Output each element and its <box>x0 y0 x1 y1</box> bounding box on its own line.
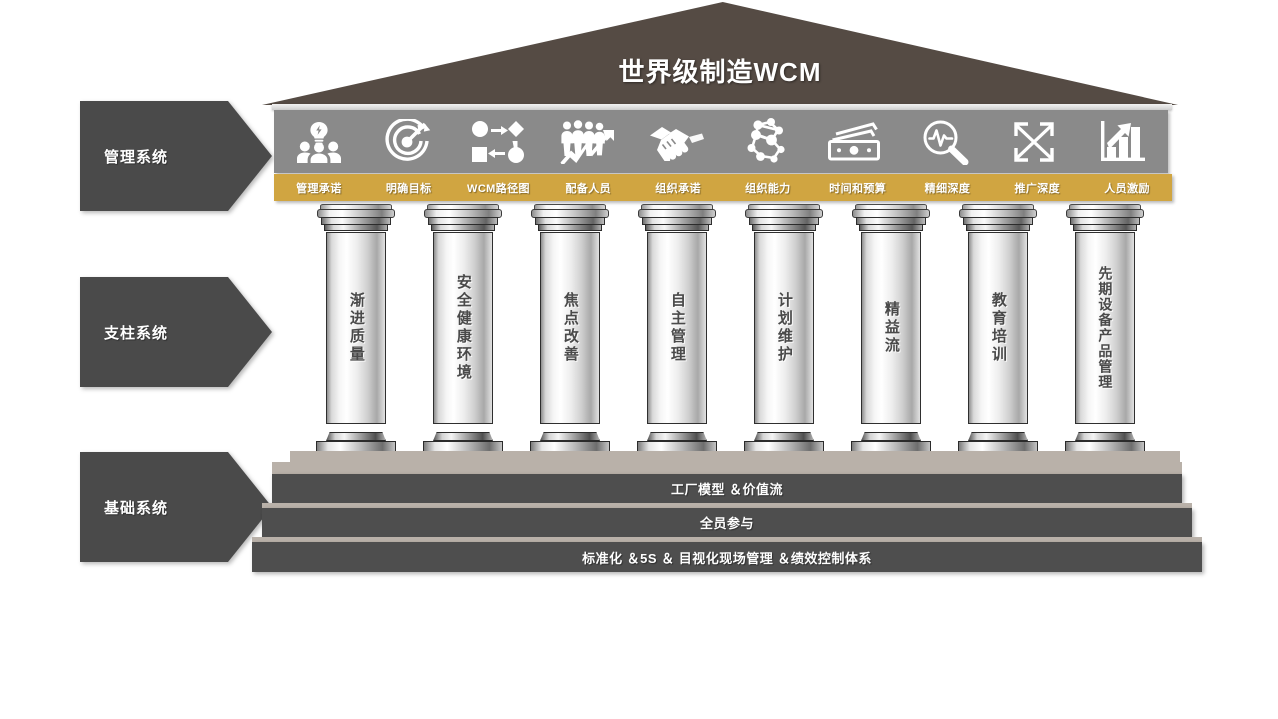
pillar-capital <box>423 204 503 231</box>
stylobate-top <box>290 451 1180 462</box>
pillar-safety-health-environment[interactable]: 安全健康环境 <box>423 204 503 452</box>
process-flow-icon <box>471 120 525 164</box>
gold-label-peibei-renyuan[interactable]: 配备人员 <box>565 182 612 195</box>
icon-frieze <box>274 110 1168 173</box>
pillar-shaft: 安全健康环境 <box>433 232 493 424</box>
pillar-base <box>742 432 826 452</box>
side-tag-management-system[interactable]: 管理系统 <box>80 101 272 211</box>
pillar-base <box>1063 432 1147 452</box>
pillar-label: 安全健康环境 <box>454 274 472 382</box>
step-standardization[interactable]: 标准化 ＆5S ＆ 目视化现场管理 ＆绩效控制体系 <box>252 542 1202 572</box>
pillar-shaft: 焦点改善 <box>540 232 600 424</box>
pillar-shaft: 自主管理 <box>647 232 707 424</box>
people-lightbulb-icon <box>295 120 343 164</box>
network-nodes-icon <box>740 117 792 166</box>
frieze-cell[interactable] <box>363 110 452 173</box>
pillar-label: 计划维护 <box>775 292 793 364</box>
gold-label-guanli-chengnuo[interactable]: 管理承诺 <box>296 182 342 195</box>
target-dart-icon <box>384 118 432 165</box>
side-tag-body: 支柱系统 <box>80 277 228 387</box>
gold-label-wcm-luanjingtu[interactable]: WCM路径图 <box>467 182 530 195</box>
step-factory-model[interactable]: 工厂模型 ＆价值流 <box>272 474 1182 503</box>
pillar-shaft: 先期设备产品管理 <box>1075 232 1135 424</box>
side-tag-body: 基础系统 <box>80 452 228 562</box>
pillar-label: 自主管理 <box>668 292 686 364</box>
expand-arrows-icon <box>1011 120 1057 164</box>
pillar-label: 焦点改善 <box>561 292 579 364</box>
frieze-cell[interactable] <box>632 110 721 173</box>
arrow-tip-icon <box>228 101 272 211</box>
pillar-base <box>421 432 505 452</box>
pillar-row: 渐进质量 安全健康环境 焦点改善 <box>0 204 1278 454</box>
pillar-label: 渐进质量 <box>347 292 365 364</box>
pillar-education-training[interactable]: 教育培训 <box>958 204 1038 452</box>
pillar-shaft: 精益流 <box>861 232 921 424</box>
frieze-cell[interactable] <box>542 110 631 173</box>
pillar-capital <box>744 204 824 231</box>
pillar-planned-maintenance[interactable]: 计划维护 <box>744 204 824 452</box>
side-tag-body: 管理系统 <box>80 101 228 211</box>
gold-label-tuiguang-shendu[interactable]: 推广深度 <box>1014 182 1061 195</box>
pillar-autonomous-management[interactable]: 自主管理 <box>637 204 717 452</box>
magnifier-pulse-icon <box>920 119 970 165</box>
pillar-base <box>528 432 612 452</box>
step-total-participation[interactable]: 全员参与 <box>262 508 1192 537</box>
pillar-capital <box>316 204 396 231</box>
arrow-tip-icon <box>228 277 272 387</box>
frieze-cell[interactable] <box>900 110 989 173</box>
pillar-capital <box>530 204 610 231</box>
side-tag-label: 基础系统 <box>104 499 169 517</box>
side-tag-pillar-system[interactable]: 支柱系统 <box>80 277 272 387</box>
handshake-icon <box>648 123 705 161</box>
pillar-shaft: 教育培训 <box>968 232 1028 424</box>
pillar-label: 精益流 <box>882 301 900 355</box>
pillar-base <box>314 432 398 452</box>
pillar-shaft: 计划维护 <box>754 232 814 424</box>
frieze-cell[interactable] <box>810 110 899 173</box>
step-top-2 <box>262 503 1192 508</box>
gold-label-shijian-yusuan[interactable]: 时间和预算 <box>829 182 887 195</box>
pillar-progressive-quality[interactable]: 渐进质量 <box>316 204 396 452</box>
frieze-cell[interactable] <box>453 110 542 173</box>
side-tag-label: 支柱系统 <box>104 324 169 342</box>
side-tag-foundation-system[interactable]: 基础系统 <box>80 452 272 562</box>
frieze-cell[interactable] <box>989 110 1078 173</box>
pillar-base <box>635 432 719 452</box>
pillar-capital <box>851 204 931 231</box>
pillar-capital <box>1065 204 1145 231</box>
money-cash-icon <box>827 121 883 162</box>
pillar-focused-improvement[interactable]: 焦点改善 <box>530 204 610 452</box>
pillar-capital <box>637 204 717 231</box>
pillar-shaft: 渐进质量 <box>326 232 386 424</box>
pillar-label: 先期设备产品管理 <box>1097 266 1114 390</box>
side-tag-label: 管理系统 <box>104 148 169 166</box>
step-label: 工厂模型 ＆价值流 <box>670 482 784 497</box>
pillar-lean-flow[interactable]: 精益流 <box>851 204 931 452</box>
pillar-early-equipment-product-management[interactable]: 先期设备产品管理 <box>1065 204 1145 452</box>
step-top-3 <box>252 537 1202 542</box>
step-top-1 <box>272 462 1182 474</box>
gold-label-jingxi-shendu[interactable]: 精细深度 <box>924 182 971 195</box>
pillar-label: 教育培训 <box>989 292 1007 364</box>
page-title: 世界级制造WCM <box>618 57 822 87</box>
gold-label-renyuan-jili[interactable]: 人员激励 <box>1104 182 1150 195</box>
gold-label-bar: 管理承诺 明确目标 WCM路径图 配备人员 组织承诺 组织能力 时间和预算 精细… <box>274 174 1172 201</box>
pediment-roof: 世界级制造WCM <box>262 2 1178 105</box>
pillar-base <box>956 432 1040 452</box>
team-growth-arrow-icon <box>559 119 615 164</box>
pillar-base <box>849 432 933 452</box>
frieze-cell[interactable] <box>1079 110 1168 173</box>
frieze-cell[interactable] <box>274 110 363 173</box>
gold-label-mingque-mubiao[interactable]: 明确目标 <box>385 182 432 195</box>
pillar-capital <box>958 204 1038 231</box>
step-label: 标准化 ＆5S ＆ 目视化现场管理 ＆绩效控制体系 <box>582 550 872 566</box>
step-label: 全员参与 <box>699 516 754 531</box>
architrave-band <box>272 104 1172 110</box>
bar-chart-growth-icon <box>1099 119 1147 165</box>
gold-label-zuzhi-nengli[interactable]: 组织能力 <box>745 182 791 195</box>
frieze-cell[interactable] <box>721 110 810 173</box>
gold-label-zuzhi-chengnuo[interactable]: 组织承诺 <box>655 182 701 195</box>
